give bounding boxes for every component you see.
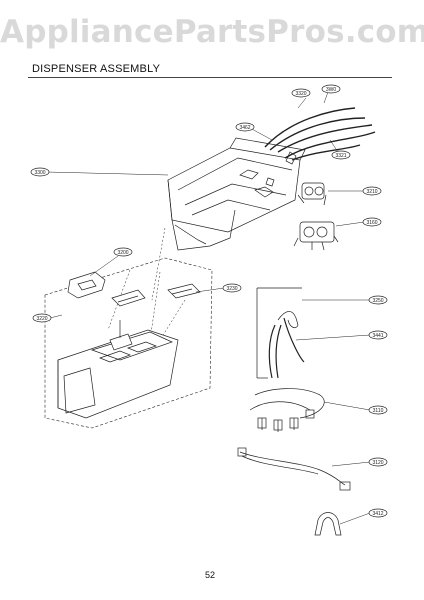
callout-label: 3462 [239,125,250,131]
drawer-enclosure [44,257,213,429]
detergent-insert [109,320,133,351]
detergent-drawer [57,329,179,419]
callout-label: 3210 [366,189,377,195]
hose-clamp [314,512,342,536]
page-number: 52 [205,570,216,580]
callout-label: 3120 [372,460,383,466]
callout-label: 3220 [36,316,47,322]
watermark-logo: AppliancePartsPros.com [0,14,424,50]
callout-balloons [30,84,388,518]
section-title: DISPENSER ASSEMBLY [32,63,161,75]
callout-label: 3320 [295,91,306,97]
dispenser-housing [167,137,306,251]
wire-harness-2 [237,447,351,491]
callout-label: 3230 [226,286,237,292]
wire-harness-1 [249,388,325,432]
softener-cover [111,289,146,307]
water-valve-lower [293,221,339,251]
drain-hose [268,317,305,379]
callout-label: 3250 [372,298,383,304]
callout-label: 3110 [373,408,384,414]
inlet-hoses [264,107,376,161]
water-valve-upper [297,182,327,206]
callout-label: 3200 [117,250,128,256]
callouts [46,91,371,525]
alignment-guides [107,227,186,341]
title-rule [28,77,392,78]
callout-label: 3441 [372,333,383,339]
siphon-cap [67,271,106,299]
tube-bracket [256,287,302,379]
callout-label: 3160 [366,220,377,226]
callout-label: 3W0 [326,87,337,93]
bleach-cover [167,283,201,299]
callout-label: 3412 [372,511,383,517]
callout-label: 3321 [335,153,346,159]
callout-label: 3300 [34,170,45,176]
